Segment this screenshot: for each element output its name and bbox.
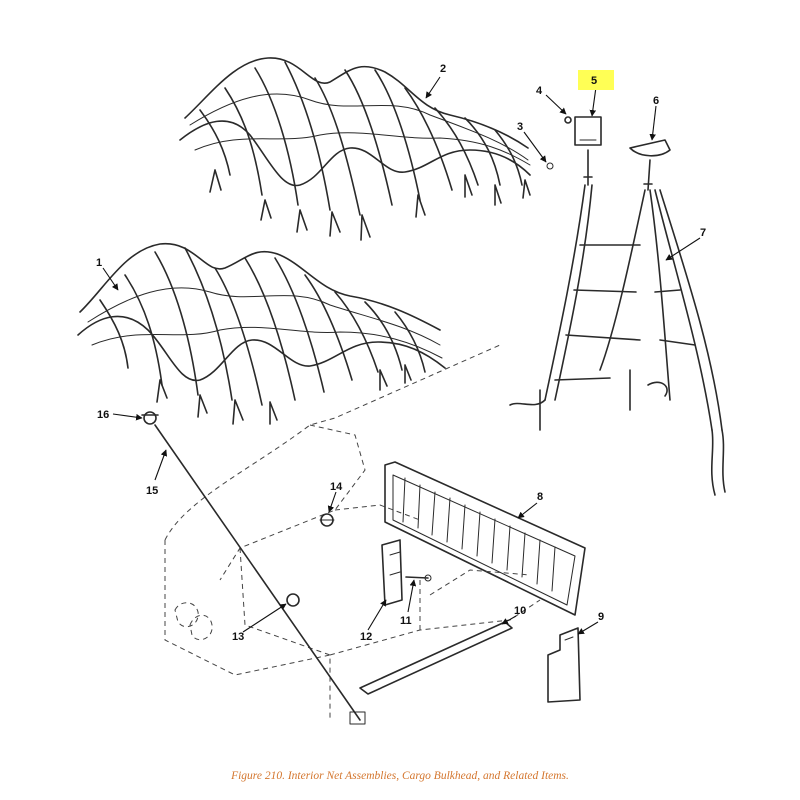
figure-caption: Figure 210. Interior Net Assemblies, Car… xyxy=(231,770,569,782)
callout-7: 7 xyxy=(700,227,706,239)
callout-14: 14 xyxy=(330,481,343,493)
callout-8: 8 xyxy=(537,491,543,503)
callout-2: 2 xyxy=(440,63,446,75)
cargo-bulkhead-8 xyxy=(384,461,586,616)
truck-body-outline xyxy=(141,344,541,725)
callout-3: 3 xyxy=(517,121,523,133)
bracket-12 xyxy=(381,539,403,606)
callout-9: 9 xyxy=(598,611,604,623)
callout-15: 15 xyxy=(146,485,158,497)
callout-1: 1 xyxy=(96,257,102,269)
callout-12: 12 xyxy=(360,631,372,643)
eyebolt-16 xyxy=(143,411,157,425)
bolt-11 xyxy=(405,574,432,582)
bracket-9 xyxy=(547,627,581,703)
bracket-5 xyxy=(574,116,602,146)
callout-leaders xyxy=(102,76,701,635)
callout-5: 5 xyxy=(591,75,597,87)
callout-numbers: 1 2 3 4 5 6 7 8 9 10 11 12 13 14 15 16 xyxy=(96,63,706,643)
nut-13 xyxy=(286,593,300,607)
callout-13: 13 xyxy=(232,631,244,643)
washer-3 xyxy=(546,162,554,170)
callout-16: 16 xyxy=(97,409,109,421)
screw-4 xyxy=(564,116,572,124)
interior-net-assembly-2 xyxy=(179,57,531,241)
bracket-6 xyxy=(629,139,671,157)
callout-4: 4 xyxy=(536,85,543,97)
callout-6: 6 xyxy=(653,95,659,107)
ladder-net-assembly-7 xyxy=(509,116,726,496)
callout-11: 11 xyxy=(400,615,412,627)
highlight-box-5 xyxy=(578,70,614,90)
strip-10 xyxy=(359,621,513,695)
interior-net-assembly-1 xyxy=(77,243,446,425)
callout-10: 10 xyxy=(514,605,526,617)
